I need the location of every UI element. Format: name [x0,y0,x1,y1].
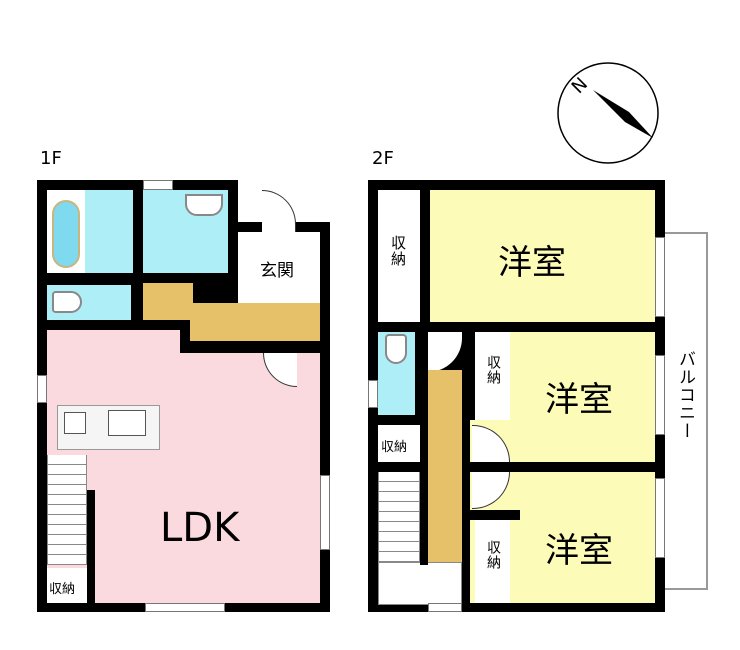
bathroom [85,190,133,273]
room-label-balcony: バルコニー [675,350,695,440]
wall [420,472,428,565]
floor-label-2f: 2F [372,148,394,169]
sink-icon [185,194,223,216]
compass-icon: N [557,62,659,164]
window [143,180,173,190]
storage-2f-2 [378,425,420,462]
storage-2f-1 [378,190,420,322]
storage-2f-3 [475,332,510,420]
staircase [378,472,420,562]
room-label-western-room: 洋室 [498,243,566,283]
staircase [47,455,87,565]
hallway [190,303,320,341]
room-label-storage: 収納 [49,582,76,597]
bathtub-icon [52,200,80,268]
window [368,380,378,408]
western-room-1 [430,190,655,322]
window [145,603,225,612]
entrance [238,232,320,303]
storage-1f [47,568,87,603]
room-label-storage: 収納 [389,235,407,267]
balcony [660,232,708,590]
toilet-icon [52,291,82,313]
room-label-storage: 収納 [485,540,501,570]
western-room-2 [510,332,655,462]
stove-icon [64,412,86,434]
window [428,603,462,612]
wall [87,490,95,603]
hallway-2f [428,370,462,565]
room-label-ldk: LDK [160,505,240,551]
room-label-storage: 収納 [485,355,501,385]
storage-2f-4 [475,520,510,603]
window [320,475,330,550]
room-label-western-room: 洋室 [545,531,613,571]
window [37,375,47,403]
room-label-entrance: 玄関 [260,261,294,281]
ldk [180,353,320,603]
window [655,478,665,558]
window [655,355,665,435]
wall [465,510,520,520]
room-label-storage: 収納 [381,440,408,455]
floor-label-1f: 1F [40,148,62,169]
kitchen-sink-icon [108,410,146,436]
room-label-western-room: 洋室 [545,380,613,420]
staircase-landing [378,562,462,605]
hallway [143,283,193,320]
toilet-icon [385,334,407,364]
window [655,237,665,317]
